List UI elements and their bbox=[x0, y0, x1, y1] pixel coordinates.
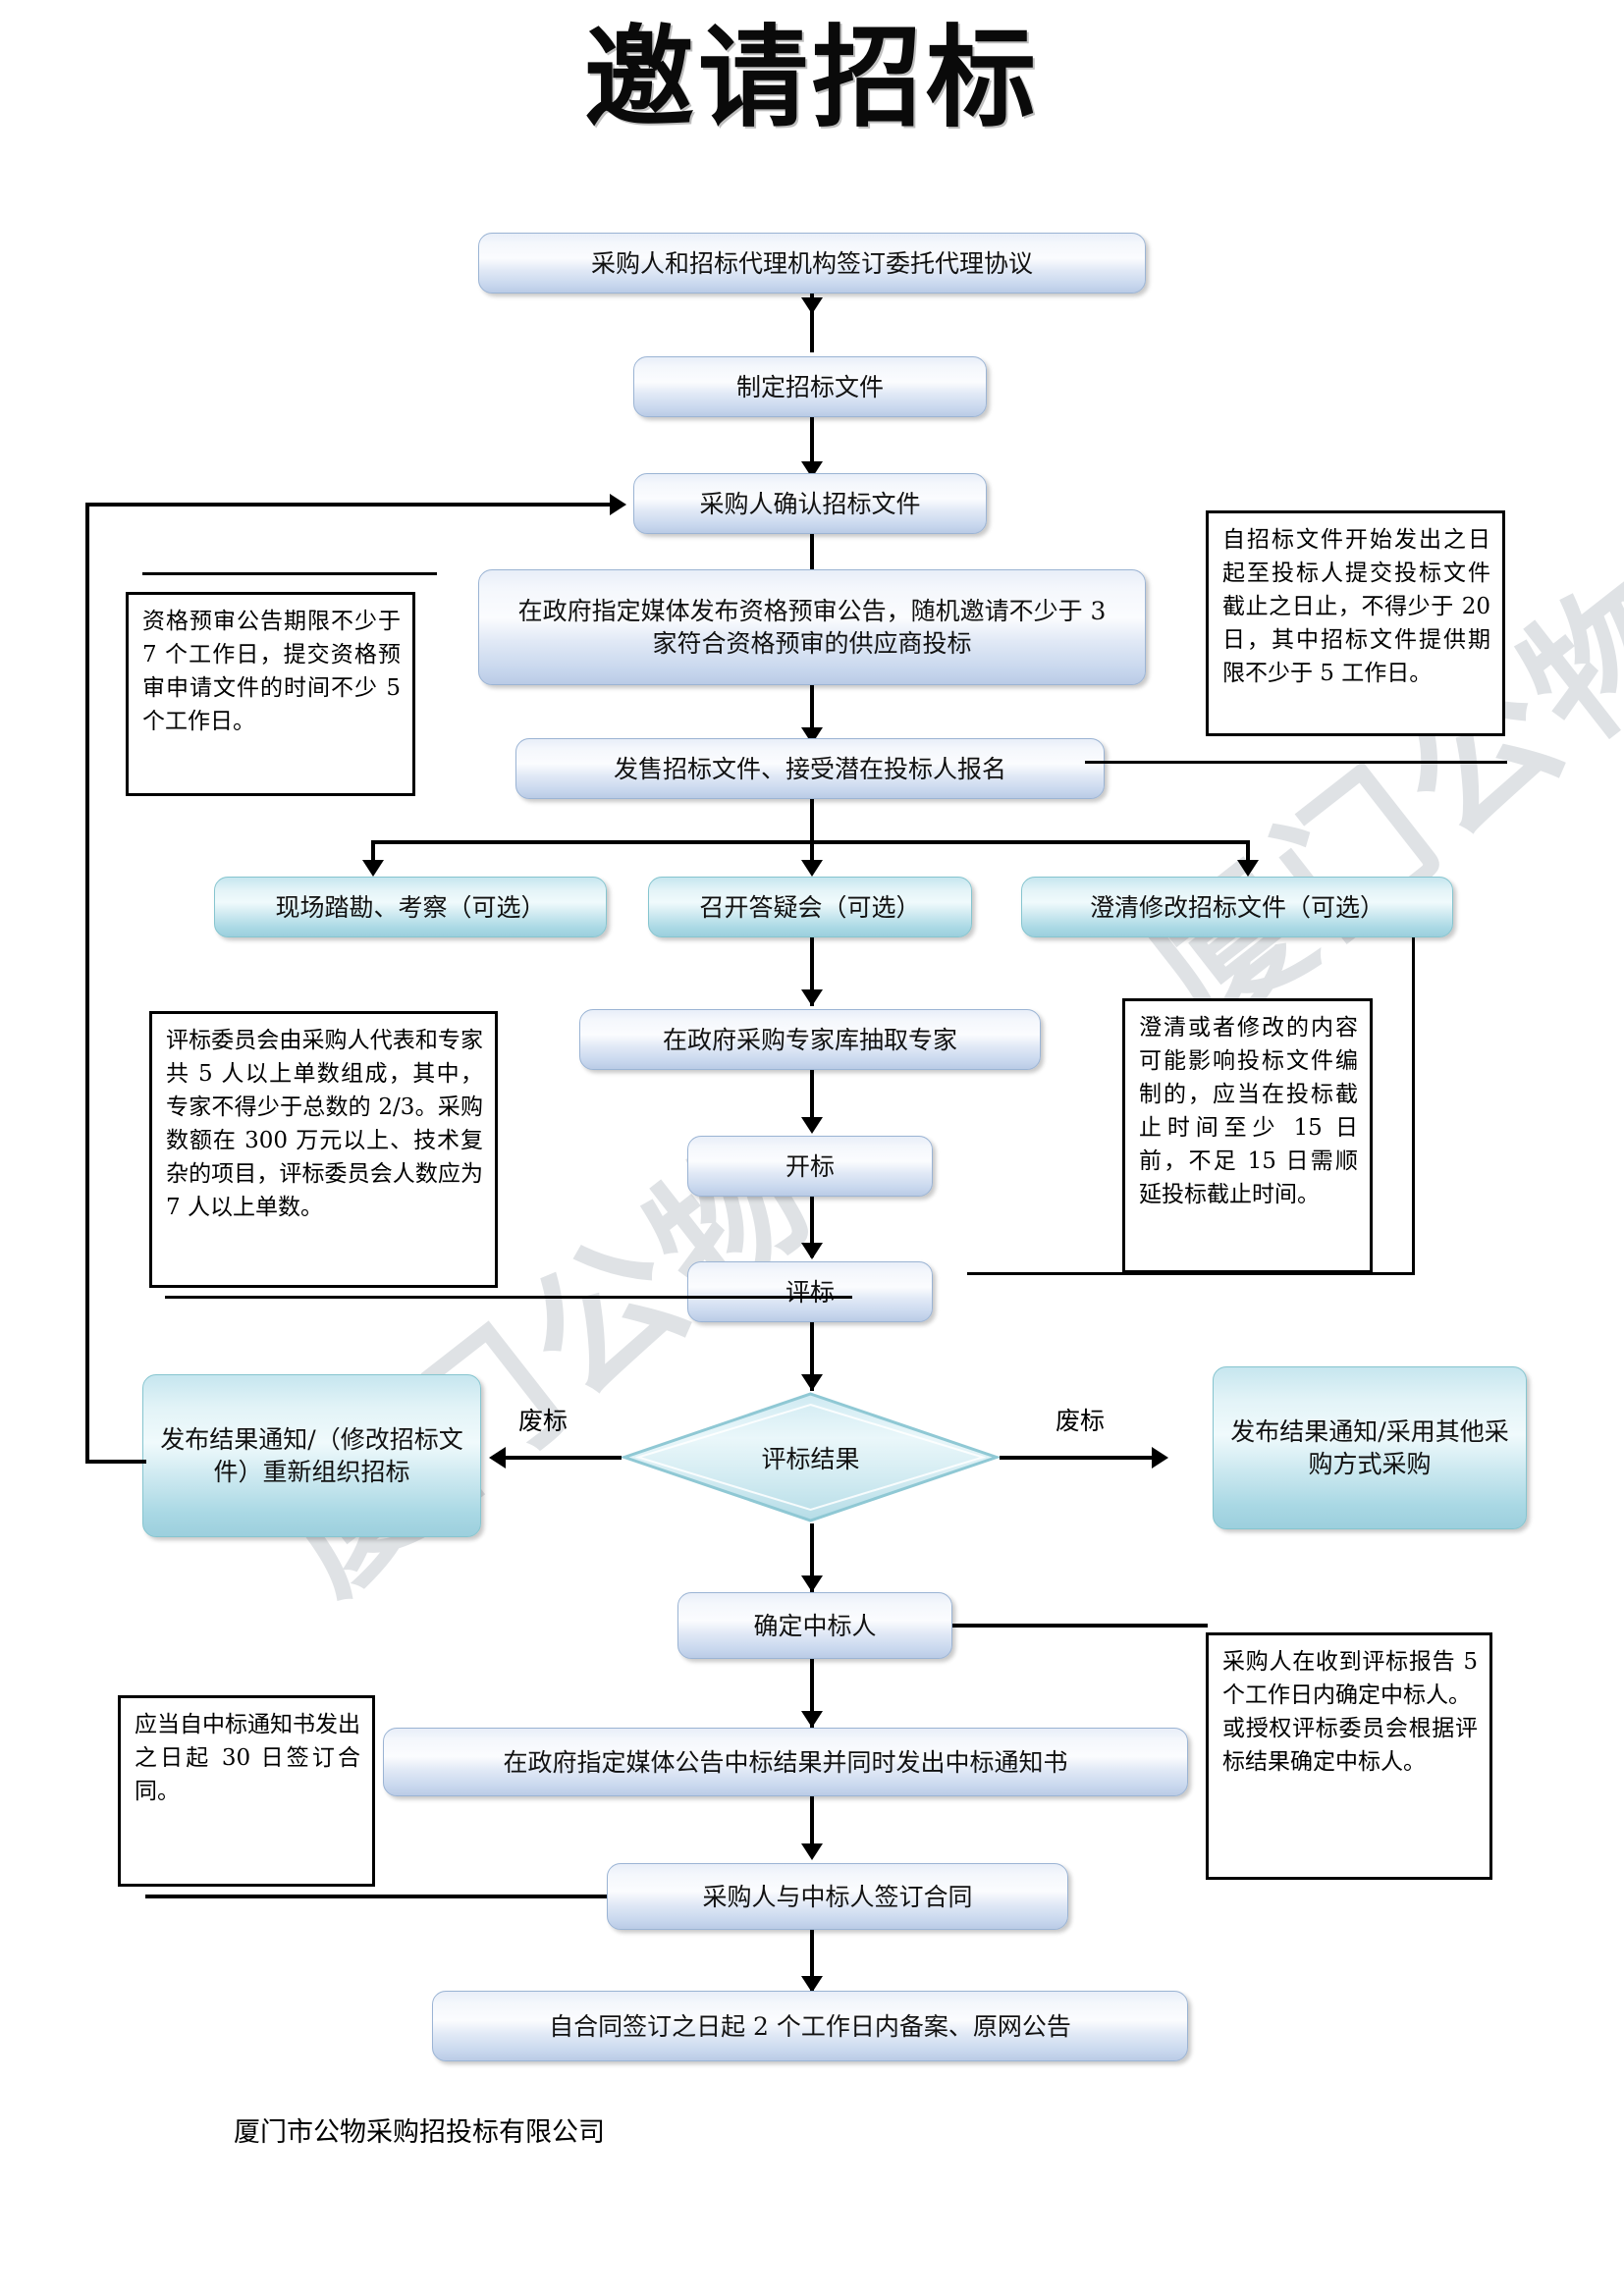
node-republish-reorganize-tender[interactable]: 发布结果通知/（修改招标文件）重新组织招标 bbox=[142, 1374, 481, 1537]
note-leader-line bbox=[142, 572, 437, 575]
note-evaluation-committee: 评标委员会由采购人代表和专家共 5 人以上单数组成，其中，专家不得少于总数的 2… bbox=[149, 1011, 498, 1288]
connector-line bbox=[810, 1659, 814, 1728]
arrow-down-icon bbox=[1237, 860, 1259, 877]
connector-line bbox=[810, 1070, 814, 1131]
connector-line bbox=[85, 503, 610, 507]
arrow-down-icon bbox=[801, 860, 823, 877]
arrow-down-icon bbox=[801, 1117, 823, 1134]
note-contract-signing-deadline: 应当自中标通知书发出之日起 30 日签订合同。 bbox=[118, 1695, 375, 1887]
node-announce-result-issue-notice[interactable]: 在政府指定媒体公告中标结果并同时发出中标通知书 bbox=[383, 1728, 1188, 1796]
node-sign-agency-agreement[interactable]: 采购人和招标代理机构签订委托代理协议 bbox=[478, 233, 1146, 294]
page-title: 邀请招标 bbox=[584, 14, 1040, 142]
node-clarify-modify-docs-optional[interactable]: 澄清修改招标文件（可选） bbox=[1021, 877, 1453, 937]
node-sign-contract[interactable]: 采购人与中标人签订合同 bbox=[607, 1863, 1068, 1930]
decision-label: 评标结果 bbox=[761, 1444, 860, 1473]
connector-line bbox=[810, 1796, 814, 1857]
edge-label-reject-right: 废标 bbox=[1056, 1407, 1106, 1435]
connector-line bbox=[145, 1895, 607, 1898]
arrow-right-icon bbox=[1152, 1447, 1168, 1468]
note-clarification-deadline: 澄清或者修改的内容可能影响投标文件编制的，应当在投标截止时间至少 15 日前，不… bbox=[1122, 998, 1373, 1273]
note-leader-line bbox=[165, 1296, 852, 1299]
arrow-down-icon bbox=[801, 1843, 823, 1860]
node-prepare-tender-docs[interactable]: 制定招标文件 bbox=[633, 356, 987, 417]
node-other-procurement-method[interactable]: 发布结果通知/采用其他采购方式采购 bbox=[1213, 1366, 1527, 1529]
node-sell-docs-accept-registration[interactable]: 发售招标文件、接受潜在投标人报名 bbox=[515, 738, 1105, 799]
node-file-record-announce[interactable]: 自合同签订之日起 2 个工作日内备案、原网公告 bbox=[432, 1991, 1188, 2061]
connector-line bbox=[810, 534, 814, 589]
connector-line bbox=[1000, 1456, 1152, 1460]
node-bid-evaluation[interactable]: 评标 bbox=[687, 1261, 933, 1322]
node-evaluation-result-decision[interactable]: 评标结果 bbox=[622, 1391, 1000, 1523]
arrow-down-icon bbox=[801, 1575, 823, 1592]
arrow-down-icon bbox=[801, 1711, 823, 1728]
node-bid-opening[interactable]: 开标 bbox=[687, 1136, 933, 1197]
node-publish-prequalification[interactable]: 在政府指定媒体发布资格预审公告，随机邀请不少于 3 家符合资格预审的供应商投标 bbox=[478, 569, 1146, 685]
arrow-down-icon bbox=[801, 1243, 823, 1259]
edge-label-reject-left: 废标 bbox=[518, 1407, 568, 1435]
connector-line bbox=[952, 1624, 1208, 1628]
diamond-shape-icon bbox=[622, 1392, 1000, 1522]
node-determine-winner[interactable]: 确定中标人 bbox=[677, 1592, 952, 1659]
arrow-right-icon bbox=[610, 494, 626, 515]
node-site-survey-optional[interactable]: 现场踏勘、考察（可选） bbox=[214, 877, 607, 937]
connector-line bbox=[810, 1523, 814, 1592]
connector-line bbox=[810, 1930, 814, 1991]
arrow-down-icon bbox=[801, 1374, 823, 1391]
connector-line bbox=[506, 1456, 622, 1460]
connector-line bbox=[810, 1322, 814, 1391]
connector-line bbox=[810, 294, 814, 352]
connector-line bbox=[810, 840, 814, 870]
note-leader-line bbox=[1085, 761, 1507, 764]
node-buyer-confirm-docs[interactable]: 采购人确认招标文件 bbox=[633, 473, 987, 534]
arrow-down-icon bbox=[362, 860, 384, 877]
note-winner-determination: 采购人在收到评标报告 5 个工作日内确定中标人。 或授权评标委员会根据评标结果确… bbox=[1206, 1632, 1492, 1880]
node-draw-experts[interactable]: 在政府采购专家库抽取专家 bbox=[579, 1009, 1041, 1070]
connector-line bbox=[810, 1197, 814, 1257]
connector-line bbox=[810, 685, 814, 740]
node-qa-meeting-optional[interactable]: 召开答疑会（可选） bbox=[648, 877, 972, 937]
connector-line bbox=[1246, 840, 1250, 870]
connector-line bbox=[810, 799, 814, 842]
note-prequalification-period: 资格预审公告期限不少于 7 个工作日，提交资格预审申请文件的时间不少 5 个工作… bbox=[126, 592, 415, 796]
connector-line bbox=[85, 503, 89, 1464]
note-leader-line bbox=[1412, 937, 1415, 1275]
footer-company-name: 厦门市公物采购招投标有限公司 bbox=[234, 2117, 605, 2148]
arrow-down-icon bbox=[801, 1976, 823, 1993]
connector-line bbox=[810, 937, 814, 1006]
arrow-down-icon bbox=[801, 989, 823, 1006]
note-leader-line bbox=[967, 1272, 1414, 1275]
connector-line bbox=[810, 417, 814, 474]
note-tender-doc-timeline: 自招标文件开始发出之日起至投标人提交投标文件截止之日止，不得少于 20 日，其中… bbox=[1206, 510, 1505, 736]
arrow-left-icon bbox=[489, 1447, 506, 1468]
connector-line bbox=[371, 840, 375, 870]
connector-line bbox=[85, 1460, 146, 1464]
